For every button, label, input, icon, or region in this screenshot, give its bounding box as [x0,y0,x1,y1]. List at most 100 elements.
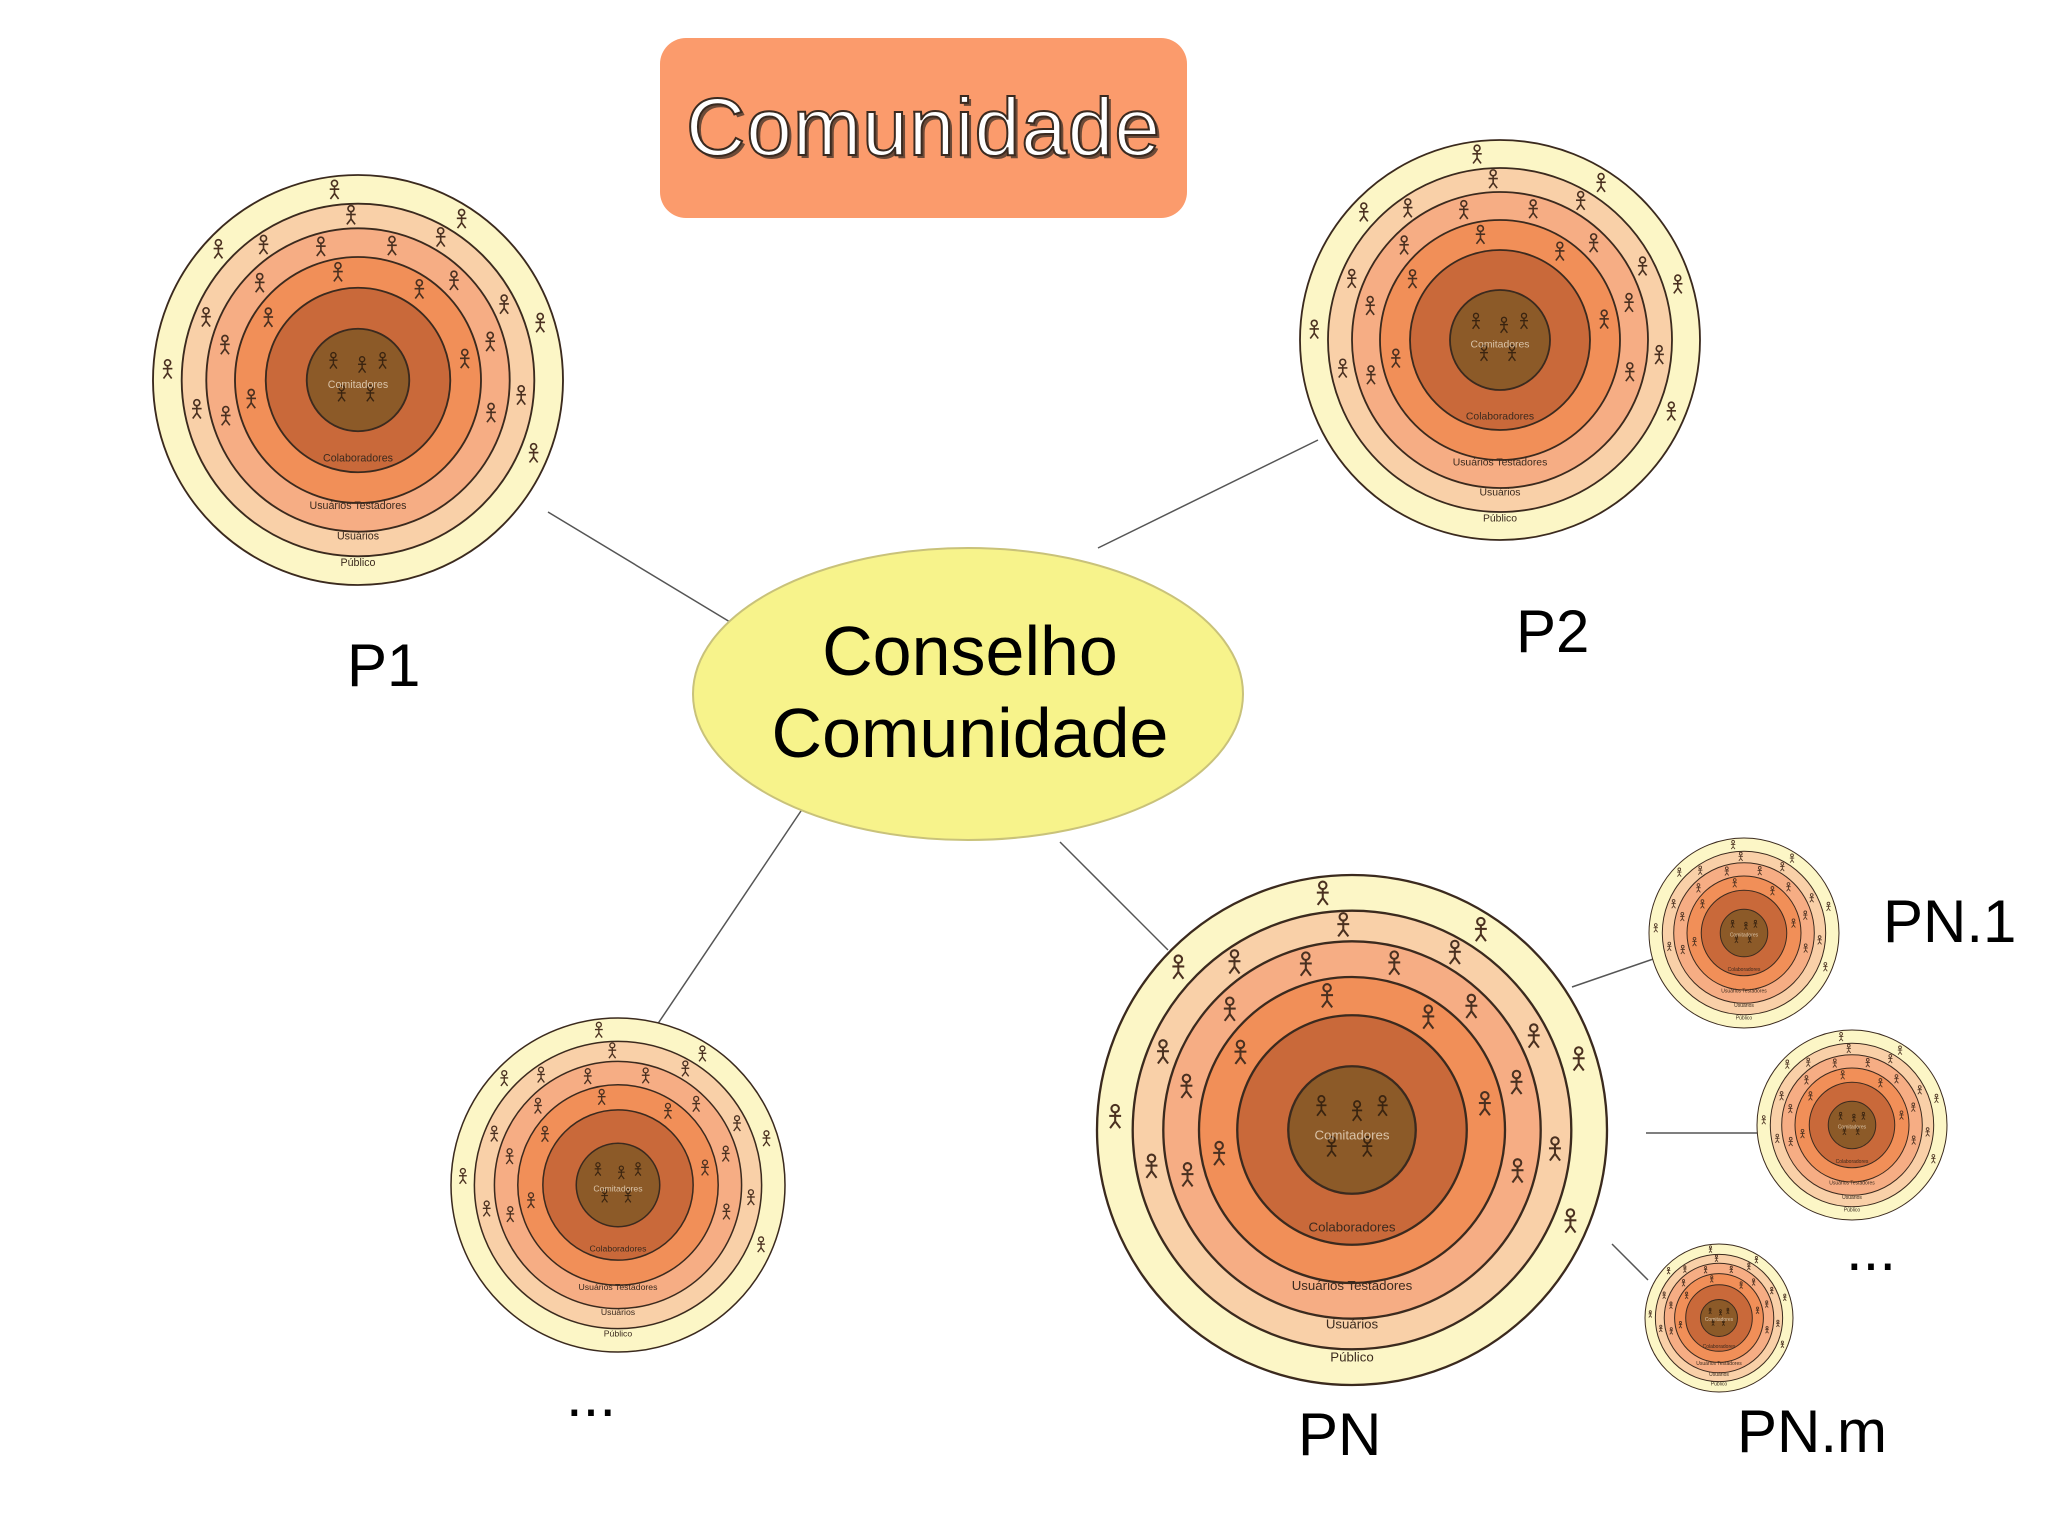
person-icon [528,442,539,463]
person-icon [1223,996,1236,1022]
person-icon [618,1165,625,1180]
person-icon [1472,312,1480,330]
council-label-line1: Conselho [822,612,1118,690]
person-icon [1474,916,1487,942]
ring-label-usuarios: Usuários [601,1307,636,1317]
person-icon [1931,1154,1936,1164]
project-label-pn-others: ... [1846,1216,1897,1283]
person-icon [1588,233,1599,253]
person-icon [1730,840,1736,850]
ring-level-5 [305,327,411,433]
person-icon [1666,401,1676,421]
title-box: Comunidade [660,38,1187,218]
person-icon [594,1162,602,1176]
person-icon [1316,880,1329,906]
person-icon [1911,1102,1916,1112]
person-icon [757,1236,765,1253]
person-icon [1925,1127,1930,1137]
person-icon [1403,198,1413,218]
person-icon [1803,910,1808,920]
ring-label-colaboradores: Colaboradores [1836,1159,1869,1165]
person-icon [1500,316,1508,334]
person-icon [490,1125,499,1142]
person-icon [254,272,265,293]
person-icon [1840,1070,1845,1080]
person-icon [698,1045,707,1062]
person-icon [1754,1256,1759,1264]
person-icon [1572,1046,1585,1072]
person-icon [1299,951,1312,977]
person-icon [1726,1307,1730,1315]
person-icon [1377,1095,1388,1117]
person-icon [1181,1162,1194,1187]
ring-label-comitadores: Comitadores [1314,1128,1389,1143]
person-icon [192,398,202,419]
person-icon [1667,941,1672,952]
person-icon [1751,1278,1756,1286]
person-icon [664,1102,672,1120]
council-ellipse [692,547,1244,841]
person-icon [537,1066,545,1083]
person-icon [1800,1129,1805,1139]
person-icon [387,235,397,256]
ring-label-usuarios: Usuários [1326,1316,1379,1331]
person-icon [1703,1266,1708,1274]
connector-others [656,804,806,1026]
person-icon [1861,1111,1866,1120]
person-icon [1666,1266,1671,1275]
person-icon [1527,1023,1540,1049]
person-icon [162,358,173,379]
person-icon [1510,1069,1523,1095]
person-icon [1761,1115,1766,1125]
person-icon [1764,1300,1769,1308]
person-icon [1337,912,1350,937]
person-icon [1732,878,1737,888]
person-icon [1786,882,1791,892]
person-icon [220,334,230,355]
person-icon [1775,1133,1780,1144]
person-icon [1934,1093,1939,1104]
connector-pn [1059,841,1169,951]
person-icon [1391,348,1401,369]
person-icon [1753,919,1758,928]
person-icon [506,1205,515,1223]
person-icon [1776,1319,1780,1328]
person-icon [458,1167,467,1185]
person-icon [1747,935,1752,944]
person-icon [1911,1135,1916,1145]
person-icon [1388,950,1401,976]
person-icon [1599,309,1609,329]
ring-label-testadores: Usuários Testadores [1292,1278,1413,1293]
person-icon [1528,199,1538,219]
person-icon [1708,1245,1713,1253]
person-icon [1352,1100,1363,1122]
person-icon [1788,1103,1793,1114]
ring-label-usuarios: Usuários [337,531,379,543]
person-icon [634,1162,642,1176]
person-icon [1683,1265,1687,1273]
person-icon [721,1145,730,1162]
ring-label-usuarios: Usuários [1480,488,1521,499]
person-icon [747,1189,755,1206]
person-icon [1721,1319,1726,1326]
person-icon [1826,901,1831,912]
person-icon [608,1042,617,1059]
connector-pnm [1611,1243,1649,1281]
person-icon [1851,1113,1856,1122]
person-icon [1359,202,1369,222]
person-icon [1738,851,1743,862]
project-label-p2: P2 [1516,598,1590,665]
person-icon [456,208,467,229]
ring-level-5 [575,1142,661,1228]
person-icon [1780,1340,1785,1348]
person-icon [1823,962,1828,972]
person-icon [1309,319,1319,340]
ring-label-testadores: Usuários Testadores [1829,1181,1875,1187]
ring-label-colaboradores: Colaboradores [1703,1344,1736,1350]
